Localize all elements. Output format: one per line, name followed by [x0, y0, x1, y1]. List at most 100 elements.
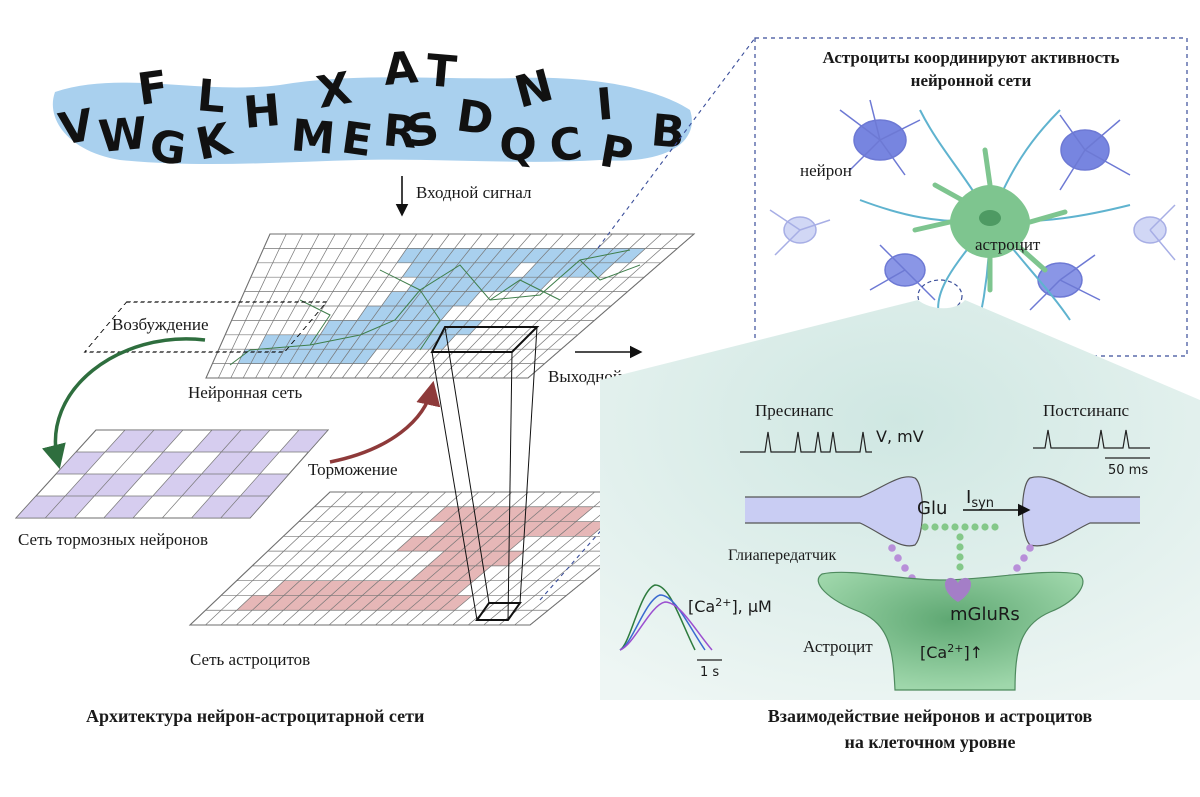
- grid-cell: [410, 565, 444, 581]
- gliatransmitter-label: Глиапередатчик: [728, 547, 836, 564]
- banner-letter: Q: [497, 118, 539, 172]
- grid-cell: [583, 248, 614, 263]
- neuron-cell-5: [769, 209, 831, 256]
- grid-cell: [429, 506, 463, 522]
- grid-cell: [421, 277, 448, 292]
- grid-cell: [461, 521, 495, 537]
- grid-cell: [240, 474, 289, 496]
- grid-cell: [493, 521, 528, 537]
- grid-cell: [392, 595, 426, 611]
- grid-cell: [201, 452, 251, 474]
- grid-cell: [314, 595, 347, 611]
- grid-cell: [350, 334, 375, 350]
- grid-cell: [460, 536, 494, 552]
- grid-cell: [267, 595, 300, 611]
- grid-cell: [279, 430, 328, 452]
- grid-line: [344, 491, 496, 626]
- grid-line: [328, 491, 480, 626]
- grid-cell: [299, 595, 331, 611]
- grid-cell: [250, 349, 272, 364]
- banner-letter: F: [134, 61, 171, 116]
- grid-cell: [490, 248, 519, 263]
- grid-cell: [461, 506, 496, 522]
- ca-inside-label: [Ca2+]↑: [920, 642, 983, 662]
- cells-panel-title-1: Астроциты координируют активность: [822, 48, 1119, 67]
- grid-cell: [346, 580, 380, 596]
- neuron-cell-1: [839, 99, 921, 176]
- grid-cell: [221, 430, 270, 452]
- grid-cell: [374, 320, 400, 335]
- grid-cell: [283, 595, 316, 611]
- grid-cell: [440, 580, 474, 596]
- right-caption-1: Взаимодействие нейронов и астроцитов: [768, 706, 1093, 726]
- grid-cell: [357, 306, 382, 321]
- astrocyte-cell-label: астроцит: [975, 235, 1041, 254]
- grid-cell: [465, 277, 493, 292]
- grid-cell: [447, 262, 475, 278]
- grid-cell: [289, 349, 311, 364]
- grid-cell: [412, 536, 446, 552]
- grid-cell: [192, 430, 241, 452]
- voltage-unit-label: V, mV: [876, 427, 924, 446]
- glutamate-dot: [981, 523, 989, 531]
- neuron-cells: [769, 99, 1176, 311]
- glu-label: Glu: [917, 498, 947, 519]
- grid-cell: [378, 580, 411, 596]
- grid-line: [313, 491, 463, 626]
- time-scale-label: 50 ms: [1108, 463, 1148, 478]
- grid-cell: [436, 277, 463, 292]
- grid-cell: [509, 521, 544, 537]
- banner-letter: W: [97, 108, 150, 163]
- grid-cell: [428, 320, 455, 335]
- grid-cell: [425, 580, 459, 596]
- ca-um-main: [Ca: [688, 597, 715, 616]
- grid-line: [189, 491, 331, 626]
- glutamate-dot: [956, 533, 964, 541]
- grid-cell: [401, 320, 427, 335]
- inhibition-label: Торможение: [308, 460, 398, 479]
- ca-inside-sup: 2+: [947, 642, 963, 655]
- grid-cell: [330, 580, 364, 596]
- grid-cell: [94, 474, 144, 496]
- grid-cell: [271, 334, 294, 350]
- grid-cell: [191, 496, 241, 518]
- grid-cell: [320, 320, 344, 335]
- banner-letter: C: [546, 118, 585, 173]
- grid-cell: [427, 551, 461, 566]
- grid-cell: [510, 506, 545, 522]
- neural-net-label: Нейронная сеть: [188, 383, 302, 402]
- grid-line: [267, 491, 413, 626]
- grid-cell: [371, 306, 396, 321]
- grid-cell: [491, 551, 525, 566]
- isyn-sub: syn: [971, 496, 994, 511]
- astrocyte-network-layer: [188, 491, 696, 626]
- cells-panel: Астроциты координируют активность нейрон…: [754, 37, 1188, 357]
- grid-cell: [237, 349, 259, 364]
- astrocyte-net-label: Сеть астроцитов: [190, 650, 310, 669]
- ca-inside-main: [Ca: [920, 643, 947, 662]
- grid-cell: [181, 474, 231, 496]
- grid-cell: [424, 291, 451, 306]
- ca-inside-tail: ]↑: [963, 643, 983, 662]
- presynapse-label: Пресинапс: [755, 401, 834, 420]
- grid-line: [437, 491, 595, 626]
- banner-background: [52, 77, 692, 165]
- ca-um-label: [Ca2+], μM: [688, 596, 772, 616]
- grid-cell: [524, 277, 554, 292]
- grid-cell: [284, 334, 307, 350]
- glutamate-dot: [921, 523, 929, 531]
- grid-cell: [301, 349, 325, 364]
- banner-letter: B: [649, 105, 687, 159]
- projection-lines: [431, 326, 538, 621]
- grid-line: [452, 491, 612, 626]
- glutamate-dot: [931, 523, 939, 531]
- neuron-connections: [229, 249, 641, 366]
- astrocyte-cell: [912, 147, 1068, 293]
- grid-cell: [478, 506, 512, 522]
- neural-network-layer: [83, 233, 696, 379]
- grid-cell: [552, 248, 582, 263]
- grid-cell: [443, 248, 471, 263]
- grid-cell: [45, 496, 95, 518]
- grid-cell: [363, 334, 388, 350]
